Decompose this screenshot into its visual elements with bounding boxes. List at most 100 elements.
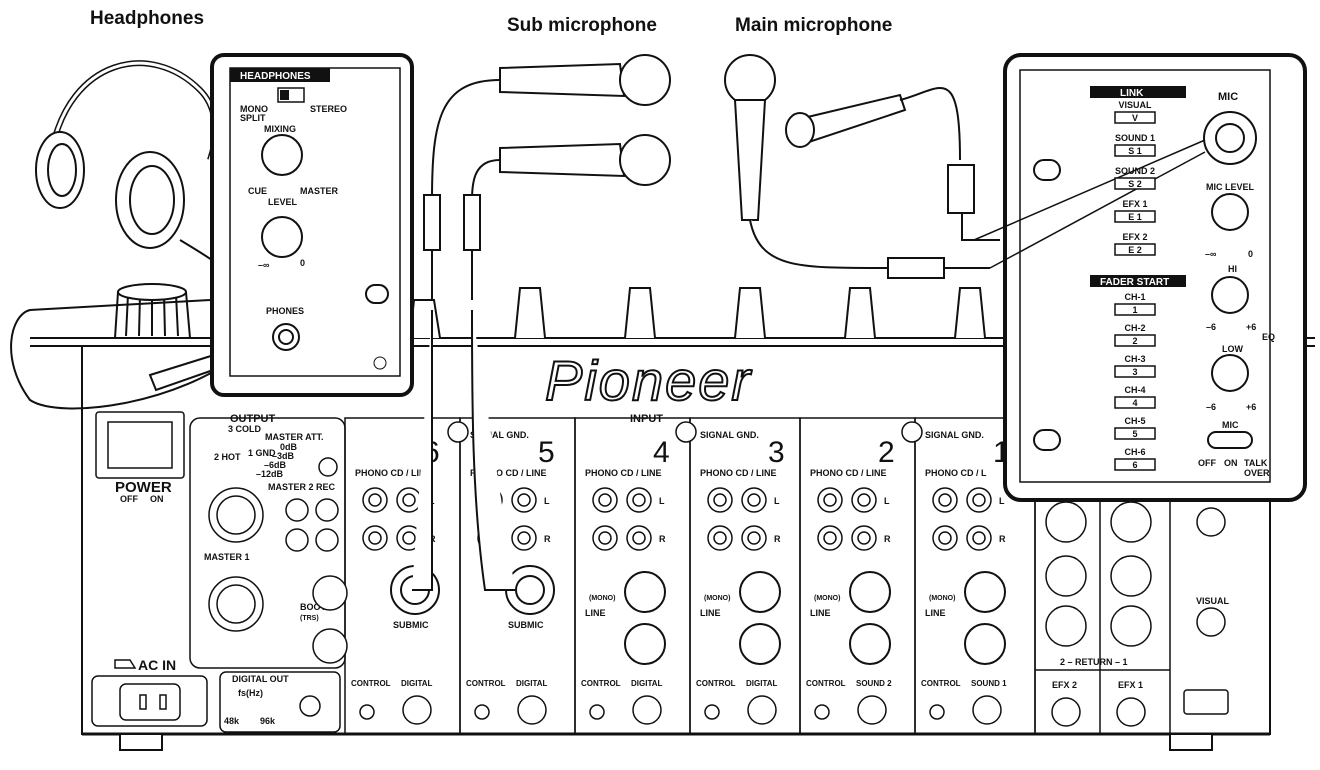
cue-label: CUE (248, 186, 267, 196)
gnd-label: 1 GND (248, 448, 276, 458)
low-min: –6 (1206, 402, 1216, 412)
channel-top-label-3: PHONO CD / LINE (700, 468, 777, 478)
mic-level-label: MIC LEVEL (1206, 182, 1255, 192)
link-item-label: EFX 1 (1122, 199, 1147, 209)
link-item-button[interactable] (1114, 177, 1156, 190)
rca-jack-center (938, 531, 952, 545)
link-item-button[interactable] (1114, 210, 1156, 223)
control-label-5: CONTROL (466, 679, 506, 688)
rca-jack-center (857, 531, 871, 545)
efx2-jack[interactable] (1051, 697, 1081, 727)
rca-jack-center (823, 493, 837, 507)
digital-jack[interactable] (517, 695, 547, 725)
digital-jack[interactable] (972, 695, 1002, 725)
rca-jack-center (632, 531, 646, 545)
power-label: POWER (115, 479, 172, 496)
mic-switch[interactable] (1207, 431, 1253, 449)
fs-96k-label: 96k (260, 716, 276, 726)
low-eq-knob[interactable] (1211, 354, 1249, 392)
fader-item-key: 5 (1132, 429, 1137, 439)
channel-top-label-5: PHONO CD / LINE (470, 468, 547, 478)
level-label: LEVEL (268, 197, 298, 207)
signal-gnd-6-5[interactable] (447, 421, 469, 443)
hi-label: HI (1228, 264, 1237, 274)
link-item-button[interactable] (1114, 144, 1156, 157)
line-r-jack[interactable] (739, 623, 781, 665)
link-item-label: VISUAL (1118, 100, 1152, 110)
mic-label: MIC (1218, 91, 1238, 103)
signal-gnd-label-3: SIGNAL GND. (925, 430, 984, 440)
fader-item-button[interactable] (1114, 458, 1156, 471)
control-jack[interactable] (929, 704, 945, 720)
mixing-knob[interactable] (261, 134, 303, 176)
channel-top-label-4: PHONO CD / LINE (585, 468, 662, 478)
line-l-jack[interactable] (624, 571, 666, 613)
signal-gnd-label-1: SIGNAL GND. (470, 430, 529, 440)
line-r-jack[interactable] (964, 623, 1006, 665)
signal-gnd-4-3[interactable] (675, 421, 697, 443)
efx1-jack[interactable] (1116, 697, 1146, 727)
line-label-1: LINE (925, 608, 946, 618)
bottom-label-5: DIGITAL (516, 679, 548, 688)
channel-r-label: R (544, 534, 551, 544)
digital-jack[interactable] (402, 695, 432, 725)
control-jack[interactable] (704, 704, 720, 720)
line-label-3: LINE (700, 608, 721, 618)
control-label-1: CONTROL (921, 679, 961, 688)
level-knob[interactable] (261, 216, 303, 258)
line-r-jack[interactable] (624, 623, 666, 665)
mono-label: (MONO) (704, 595, 730, 602)
line-l-jack[interactable] (849, 571, 891, 613)
fs-label: fs(Hz) (238, 688, 263, 698)
output-label: OUTPUT (230, 413, 276, 425)
signal-gnd-2-1[interactable] (901, 421, 923, 443)
mono-label: (MONO) (814, 595, 840, 602)
line-l-jack[interactable] (964, 571, 1006, 613)
rca-jack-center (632, 493, 646, 507)
mic-level-min: –∞ (1205, 249, 1217, 259)
link-item-key: S 2 (1128, 179, 1142, 189)
digital-jack[interactable] (747, 695, 777, 725)
link-item-button[interactable] (1114, 111, 1156, 124)
fader-item-label: CH-3 (1124, 354, 1145, 364)
control-jack[interactable] (814, 704, 830, 720)
channel-l-label: L (884, 496, 890, 506)
master-att-switch[interactable] (318, 457, 338, 477)
att-0db: 0dB (280, 442, 298, 452)
fader-item-button[interactable] (1114, 365, 1156, 378)
power-on-label: ON (150, 494, 164, 504)
mic-level-knob[interactable] (1211, 193, 1249, 231)
channel-top-label-1: PHONO CD / L (925, 468, 987, 478)
fader-item-label: CH-1 (1124, 292, 1145, 302)
link-item-button[interactable] (1114, 243, 1156, 256)
visual-jack[interactable] (1196, 607, 1226, 637)
hi-max: +6 (1246, 322, 1256, 332)
channel-r-label: R (659, 534, 666, 544)
headphones-panel-title: HEADPHONES (240, 71, 311, 82)
fader-item-button[interactable] (1114, 396, 1156, 409)
digital-out-jack[interactable] (299, 695, 321, 717)
control-jack[interactable] (474, 704, 490, 720)
link-item-key: S 1 (1128, 146, 1142, 156)
control-jack[interactable] (359, 704, 375, 720)
channel-number-5: 5 (538, 436, 555, 469)
efx2-label: EFX 2 (1052, 680, 1077, 690)
sub-microphones-illustration (412, 54, 671, 591)
fader-item-button[interactable] (1114, 427, 1156, 440)
fader-item-button[interactable] (1114, 303, 1156, 316)
sub-microphone-caption: Sub microphone (507, 15, 657, 36)
fader-item-button[interactable] (1114, 334, 1156, 347)
hi-eq-knob[interactable] (1211, 276, 1249, 314)
control-jack[interactable] (589, 704, 605, 720)
digital-jack[interactable] (632, 695, 662, 725)
bottom-label-2: SOUND 2 (856, 679, 892, 688)
digital-jack[interactable] (857, 695, 887, 725)
fader-item-label: CH-6 (1124, 447, 1145, 457)
cold-label: 3 COLD (228, 424, 262, 434)
channel-top-label-2: PHONO CD / LINE (810, 468, 887, 478)
att-6db: –6dB (264, 460, 287, 470)
rca-jack-center (972, 531, 986, 545)
line-l-jack[interactable] (739, 571, 781, 613)
line-r-jack[interactable] (849, 623, 891, 665)
fader-item-key: 3 (1132, 367, 1137, 377)
